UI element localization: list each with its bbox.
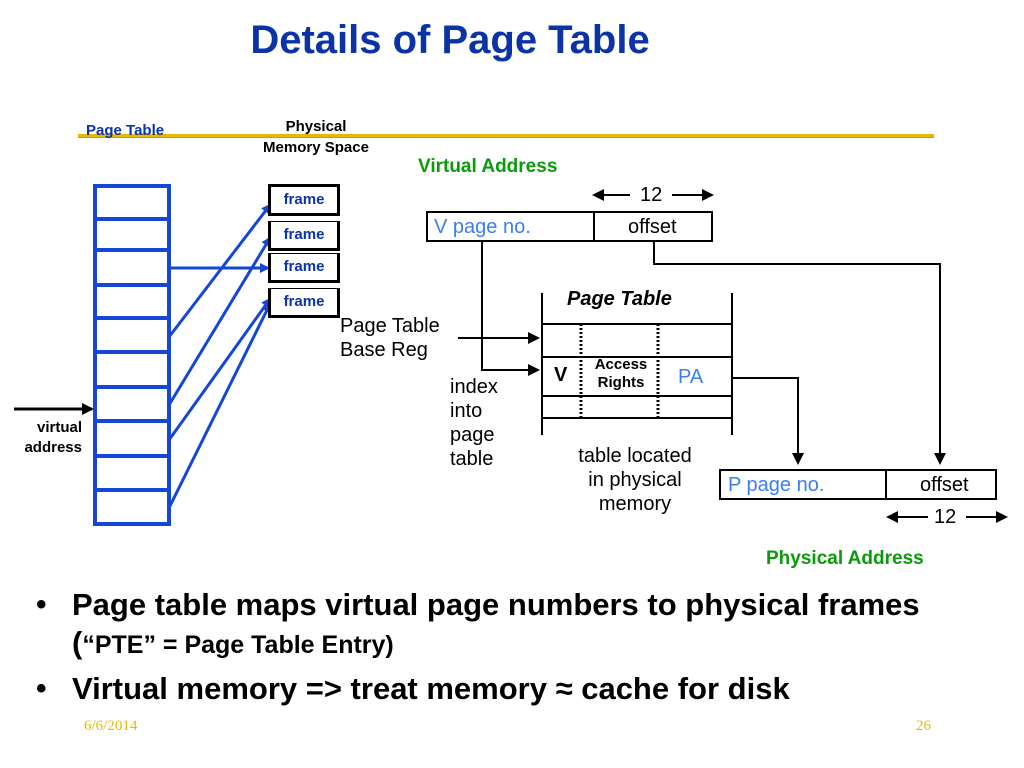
- virtual-address-title: Virtual Address: [418, 156, 558, 177]
- right-page-table: [541, 293, 733, 435]
- physical-address-register: [719, 469, 997, 500]
- physical-address-title: Physical Address: [766, 548, 924, 569]
- entry-access-rights: Access Rights: [594, 356, 648, 391]
- bullet-list: • Page table maps virtual page numbers t…: [36, 586, 996, 708]
- entry-pa: PA: [678, 366, 704, 388]
- pa-bits-label: 12: [934, 506, 957, 528]
- page-table-base-reg: Page Table Base Reg: [340, 315, 440, 361]
- bullet-item-1: • Page table maps virtual page numbers t…: [36, 587, 920, 660]
- frame-2: frame: [268, 221, 340, 251]
- frame-4: frame: [268, 288, 340, 318]
- bullet-item-2: • Virtual memory => treat memory ≈ cache…: [36, 671, 790, 706]
- index-into-page-table: index into page table: [450, 376, 498, 470]
- pa-offset: offset: [920, 474, 969, 496]
- page-table-title: Page Table: [567, 288, 672, 310]
- physical-frames: frame frame frame frame: [268, 184, 340, 318]
- table-located-note: table located in physical memory: [578, 445, 692, 515]
- bullet-dot-icon: •: [36, 672, 47, 705]
- virtual-address-label: virtual address: [24, 419, 82, 456]
- left-page-table: [93, 184, 171, 526]
- title-divider: [78, 134, 934, 138]
- pa-page-number: P page no.: [728, 474, 825, 496]
- va-page-number: V page no.: [434, 216, 531, 238]
- slide-title: Details of Page Table: [250, 18, 650, 62]
- va-bits-label: 12: [640, 184, 663, 206]
- va-offset: offset: [628, 216, 677, 238]
- frame-3: frame: [268, 253, 340, 283]
- physical-memory-label: Physical Memory Space: [263, 118, 369, 156]
- page-table-label: Page Table: [86, 122, 165, 139]
- virtual-address-register: [426, 211, 713, 242]
- frame-mapping-arrows: [167, 203, 272, 509]
- bullet-dot-icon: •: [36, 588, 47, 621]
- footer-date: 6/6/2014: [84, 718, 138, 734]
- footer-page-number: 26: [916, 718, 931, 734]
- frame-1: frame: [268, 184, 340, 216]
- entry-valid-bit: V: [554, 364, 568, 386]
